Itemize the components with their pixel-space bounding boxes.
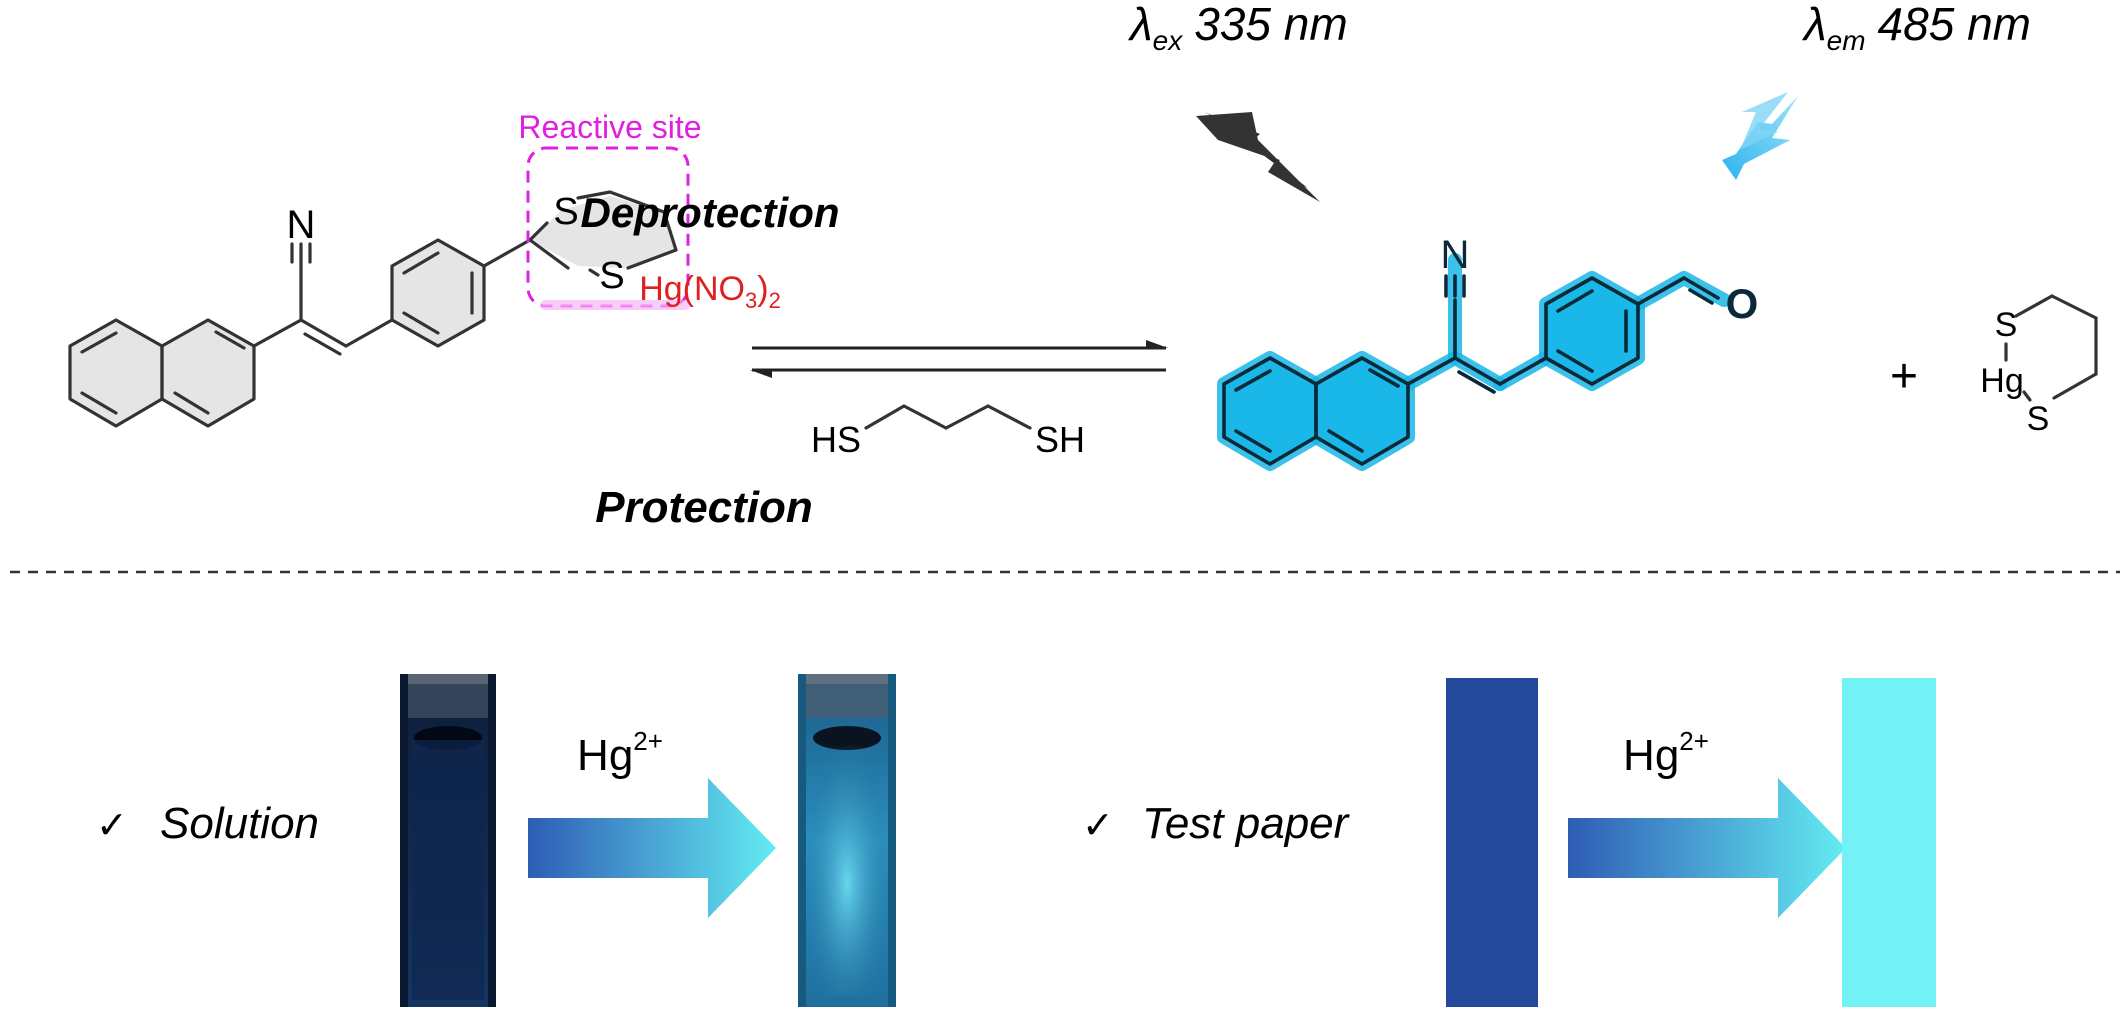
sulfur-label-bottom: S — [599, 255, 624, 297]
hg-label: Hg — [1980, 362, 2023, 400]
reactive-site-shadow — [540, 300, 690, 310]
dithiane-ring — [530, 196, 676, 268]
hg-complex-s-top: S — [1995, 306, 2018, 344]
test-paper-checkmark: ✓ — [1082, 805, 1114, 847]
reactive-site-label: Reactive site — [518, 109, 701, 145]
solution-checkmark: ✓ — [96, 805, 128, 847]
arrow-test-paper — [1568, 778, 1846, 918]
protection-label: Protection — [595, 483, 813, 532]
naphthalene-ring-a — [70, 320, 162, 426]
test-paper-label: Test paper — [1142, 799, 1351, 848]
solution-label: Solution — [160, 799, 319, 848]
reaction-arrows: Deprotection Hg(NO3)2 HS SH Protection — [580, 189, 1168, 532]
test-paper-ion-label: Hg2+ — [1623, 726, 1709, 780]
test-paper-demo: ✓ Test paper Hg2+ — [1082, 678, 1936, 1007]
thiol-hs-label: HS — [811, 419, 861, 460]
sulfur-label-top: S — [553, 191, 578, 233]
solution-ion-label: Hg2+ — [577, 726, 663, 780]
propanedithiol: HS SH — [811, 404, 1085, 460]
mercury-dithiolate: S Hg S — [1980, 294, 2098, 438]
thiol-sh-label: SH — [1035, 419, 1085, 460]
excitation-bolt-body — [1196, 112, 1320, 202]
arrow-solution — [528, 778, 776, 918]
deprotection-label: Deprotection — [580, 189, 839, 236]
plus-sign: + — [1890, 350, 1918, 403]
reactant-molecule: N S S Reactive site — [68, 109, 702, 428]
cuvette-after — [798, 674, 896, 1007]
naphthalene-ring-b — [162, 320, 254, 426]
hg-complex-s-bottom: S — [2027, 400, 2050, 438]
phenyl-ring-left — [392, 240, 484, 346]
paper-strip-after — [1842, 678, 1936, 1007]
solution-demo: ✓ Solution Hg2+ — [96, 674, 896, 1007]
nitrile-n-label-right: N — [1441, 233, 1470, 277]
reagent-label: Hg(NO3)2 — [639, 270, 781, 313]
aldehyde-o-label: O — [1726, 280, 1759, 327]
product-molecule: N O — [1217, 233, 1759, 471]
nitrile-n-label-left: N — [287, 203, 316, 247]
paper-strip-before — [1446, 678, 1538, 1007]
cuvette-before — [400, 674, 496, 1007]
